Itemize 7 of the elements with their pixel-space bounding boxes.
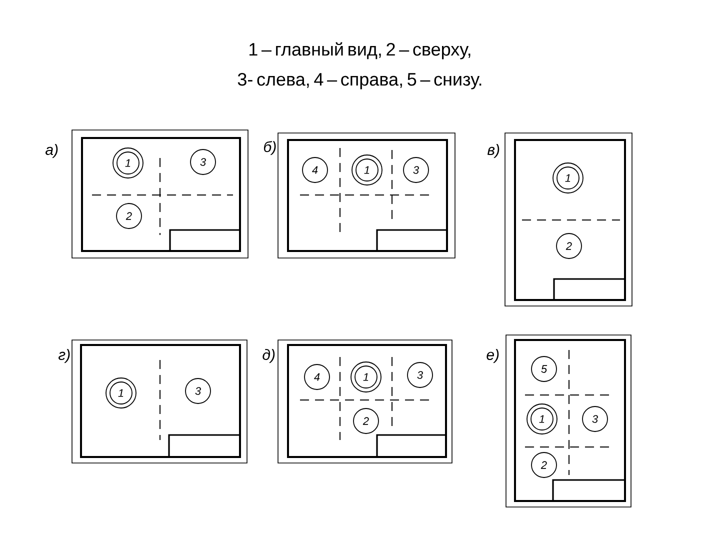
node-label: г) (58, 349, 70, 363)
node-label: е) (486, 349, 499, 363)
node-label: а) (46, 144, 58, 158)
node-label: д) (262, 349, 275, 363)
node-label: б) (264, 140, 276, 156)
node-label: в) (487, 144, 500, 158)
heading: 1 – главный вид, 2 – сверху, 3- слева, 4 – справа, 5 – снизу. (238, 42, 482, 90)
